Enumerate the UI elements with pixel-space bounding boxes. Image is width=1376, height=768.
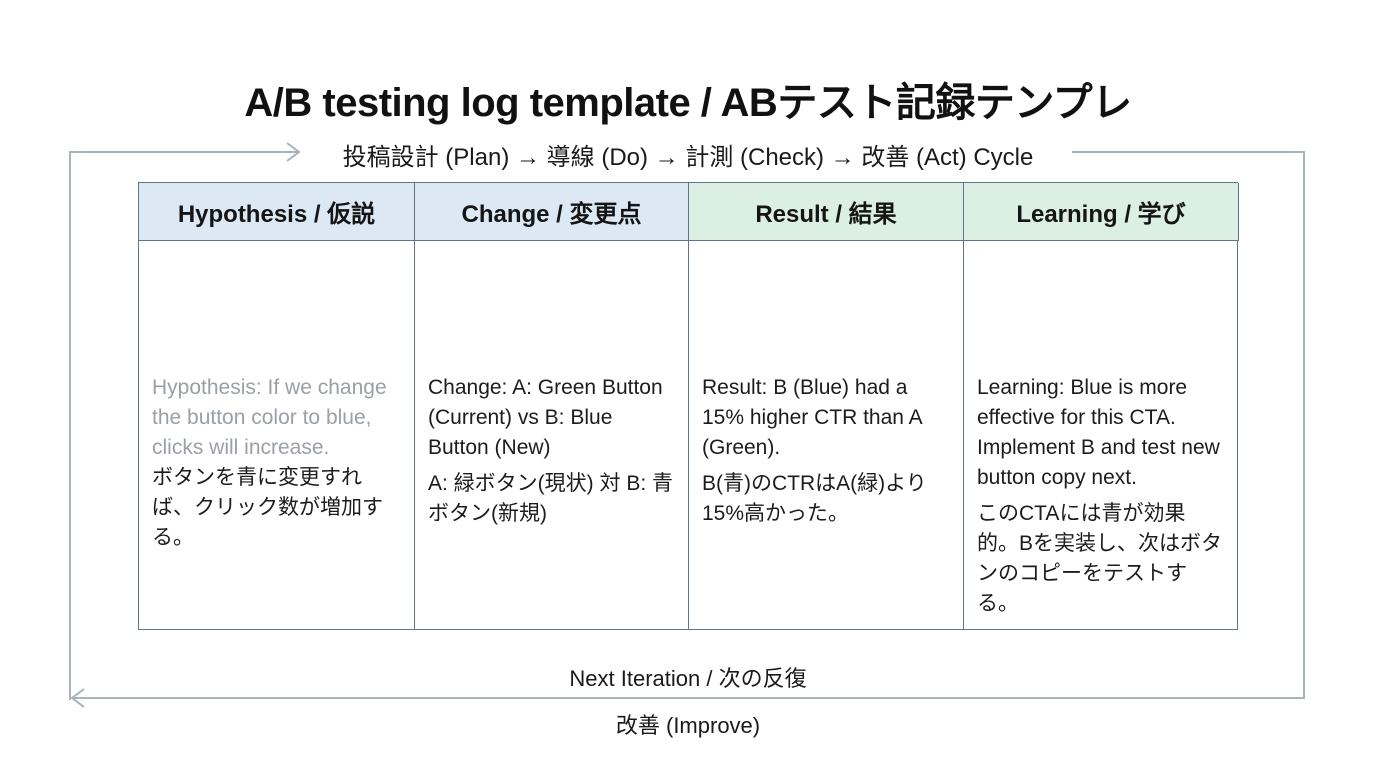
hypothesis-text-jp: ボタンを青に変更すれば、クリック数が増加する。 [152, 466, 383, 549]
header-learning: Learning / 学び [964, 183, 1239, 241]
arrow-right-icon [286, 142, 301, 162]
change-text-jp: A: 緑ボタン(現状) 対 B: 青ボタン(新規) [428, 472, 674, 525]
change-text-en: Change: A: Green Button (Current) vs B: … [428, 376, 663, 459]
cell-change[interactable]: Change: A: Green Button (Current) vs B: … [415, 241, 689, 629]
next-iteration-label: Next Iteration / 次の反復 [569, 666, 807, 691]
loop-left-line [69, 151, 298, 700]
header-hypothesis: Hypothesis / 仮説 [139, 183, 415, 241]
cycle-label: 投稿設計 (Plan) → 導線 (Do) → 計測 (Check) → 改善 … [0, 137, 1376, 172]
result-text-jp: B(青)のCTRはA(緑)より15%高かった。 [702, 472, 927, 525]
header-result: Result / 結果 [689, 183, 964, 241]
page-title: A/B testing log template / ABテスト記録テンプレ [244, 81, 1132, 125]
hypothesis-placeholder-en: Hypothesis: If we change the button colo… [152, 376, 387, 459]
cell-learning[interactable]: Learning: Blue is more effective for thi… [964, 241, 1239, 629]
ab-test-table: Hypothesis / 仮説 Change / 変更点 Result / 結果… [138, 182, 1239, 630]
header-change: Change / 変更点 [415, 183, 689, 241]
loop-right-bottom-line [72, 151, 1305, 699]
arrow-left-icon [70, 688, 85, 708]
cell-hypothesis[interactable]: Hypothesis: If we change the button colo… [139, 241, 415, 629]
result-text-en: Result: B (Blue) had a 15% higher CTR th… [702, 376, 922, 459]
learning-text-jp: このCTAには青が効果的。Bを実装し、次はボタンのコピーをテストする。 [977, 502, 1223, 615]
cell-result[interactable]: Result: B (Blue) had a 15% higher CTR th… [689, 241, 964, 629]
learning-text-en: Learning: Blue is more effective for thi… [977, 376, 1220, 489]
improve-label: 改善 (Improve) [615, 713, 761, 738]
